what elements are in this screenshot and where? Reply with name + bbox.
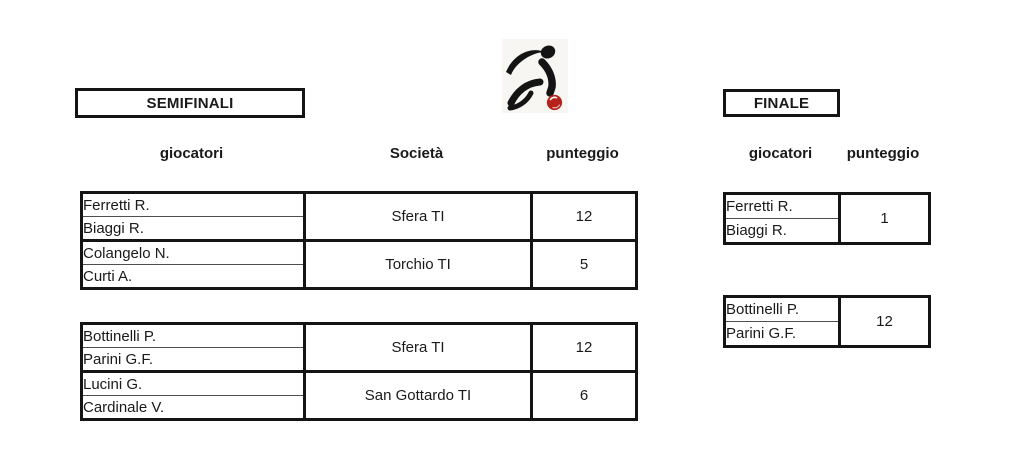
player-cell: Curti A. [81, 264, 306, 289]
player-cell: Bottinelli P. [81, 323, 306, 348]
final-entry-1: Ferretti R. 1 Biaggi R. [723, 192, 931, 245]
bocce-bowler-icon [502, 39, 568, 113]
semifinals-title: SEMIFINALI [146, 94, 234, 112]
club-cell: Torchio TI [304, 239, 533, 289]
table-row: Ferretti R. 1 [724, 193, 930, 227]
final-title: FINALE [753, 94, 810, 112]
score-cell: 6 [531, 370, 637, 420]
header-punteggio-final: punteggio [846, 145, 920, 162]
table-row: Curti A. [81, 264, 637, 289]
header-societa: Società [389, 145, 444, 162]
semifinal-bracket-1: Ferretti R. Sfera TI 12 Biaggi R. Colang… [80, 191, 638, 290]
score-cell: 1 [880, 210, 889, 227]
club-cell: Sfera TI [304, 192, 533, 241]
player-cell: Biaggi R. [81, 216, 306, 241]
score-cell: 12 [876, 313, 893, 330]
player-cell: Ferretti R. [724, 193, 841, 219]
table-row: Biaggi R. [81, 216, 637, 241]
semifinals-title-box: SEMIFINALI [75, 88, 305, 118]
player-cell: Lucini G. [81, 370, 306, 396]
final-entry-2: Bottinelli P. 12 Parini G.F. [723, 295, 931, 348]
table-row: Parini G.F. [81, 347, 637, 372]
semifinal-bracket-2: Bottinelli P. Sfera TI 12 Parini G.F. Lu… [80, 322, 638, 421]
bocce-bowler-icon-svg [502, 39, 568, 113]
table-row: Cardinale V. [81, 395, 637, 420]
player-cell: Colangelo N. [81, 239, 306, 265]
table-row: Ferretti R. Sfera TI 12 [81, 192, 637, 241]
header-giocatori-final: giocatori [748, 145, 813, 162]
player-cell: Biaggi R. [724, 218, 841, 244]
player-cell: Bottinelli P. [724, 296, 841, 322]
table-row: Lucini G. San Gottardo TI 6 [81, 370, 637, 420]
header-giocatori-semifinals: giocatori [159, 145, 224, 162]
final-title-box: FINALE [723, 89, 840, 117]
player-cell: Cardinale V. [81, 395, 306, 420]
table-row: Biaggi R. [724, 218, 930, 244]
table-row: Colangelo N. Torchio TI 5 [81, 239, 637, 289]
table-row: Bottinelli P. 12 [724, 296, 930, 330]
header-punteggio-semifinals: punteggio [546, 145, 619, 162]
club-cell: Sfera TI [304, 323, 533, 372]
table-row: Parini G.F. [724, 321, 930, 347]
player-cell: Parini G.F. [81, 347, 306, 372]
player-cell: Ferretti R. [81, 192, 306, 217]
table-row: Bottinelli P. Sfera TI 12 [81, 323, 637, 372]
score-cell: 12 [575, 208, 593, 225]
player-cell: Parini G.F. [724, 321, 841, 347]
score-cell: 12 [575, 339, 593, 356]
score-cell: 5 [531, 239, 637, 289]
club-cell: San Gottardo TI [304, 370, 533, 420]
